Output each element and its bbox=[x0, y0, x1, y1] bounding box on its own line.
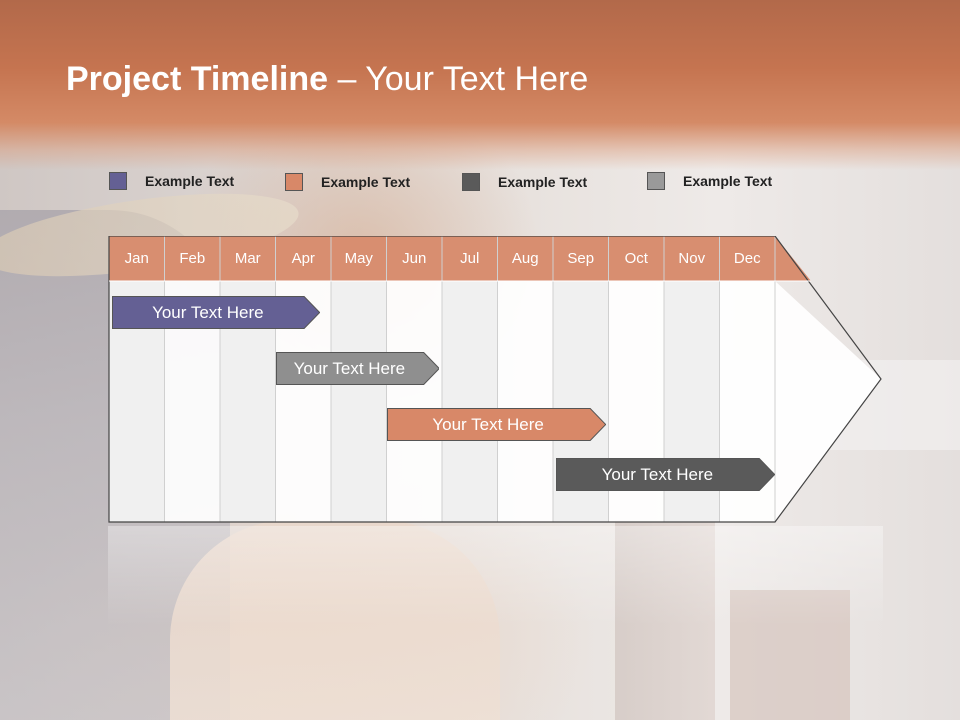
timeline-bar-2: Your Text Here bbox=[275, 352, 440, 385]
timeline-bar-4: Your Text Here bbox=[555, 458, 775, 491]
legend-swatch-4 bbox=[647, 172, 665, 190]
legend-label-2: Example Text bbox=[321, 174, 411, 190]
title-bold: Project Timeline bbox=[66, 60, 329, 98]
bar-arrow-shape bbox=[275, 352, 440, 385]
bar-label-4: Your Text Here bbox=[601, 465, 714, 484]
legend-swatch-2 bbox=[285, 173, 303, 191]
column-shade bbox=[331, 281, 387, 522]
month-label-may: May bbox=[344, 250, 373, 267]
month-label-feb: Feb bbox=[179, 250, 206, 267]
timeline-header bbox=[109, 236, 811, 281]
legend-item-3: Example Text bbox=[462, 171, 587, 193]
bar-arrow-shape bbox=[555, 458, 775, 491]
bar-arrow-shape bbox=[386, 408, 606, 441]
month-label-jun: Jun bbox=[402, 250, 427, 267]
month-label-aug: Aug bbox=[511, 250, 539, 267]
legend-label-4: Example Text bbox=[683, 173, 773, 189]
month-label-oct: Oct bbox=[624, 250, 648, 267]
column-shade bbox=[442, 281, 498, 522]
bar-label-1: Your Text Here bbox=[152, 303, 264, 322]
legend-item-1: Example Text bbox=[109, 170, 234, 192]
bar-label-3: Your Text Here bbox=[432, 415, 544, 434]
bar-label-2: Your Text Here bbox=[293, 359, 406, 378]
month-label-dec: Dec bbox=[733, 250, 761, 267]
month-label-jan: Jan bbox=[124, 250, 149, 267]
legend-swatch-1 bbox=[109, 172, 127, 190]
legend-item-4: Example Text bbox=[647, 170, 772, 192]
month-label-apr: Apr bbox=[291, 250, 315, 267]
month-label-jul: Jul bbox=[460, 250, 480, 267]
page-title: Project Timeline – Your Text Here bbox=[66, 60, 588, 99]
timeline-bar-1: Your Text Here bbox=[111, 296, 320, 329]
timeline-reflection bbox=[108, 526, 883, 626]
legend-label-3: Example Text bbox=[498, 174, 588, 190]
bar-arrow-shape bbox=[111, 296, 320, 329]
month-label-mar: Mar bbox=[234, 250, 261, 267]
title-rest: – Your Text Here bbox=[328, 60, 589, 98]
header-band bbox=[0, 0, 960, 170]
month-label-nov: Nov bbox=[678, 250, 706, 267]
timeline-bar-3: Your Text Here bbox=[386, 408, 606, 441]
month-label-sep: Sep bbox=[567, 250, 595, 267]
timeline-outline bbox=[108, 236, 882, 523]
legend-label-1: Example Text bbox=[145, 173, 235, 189]
legend-swatch-3 bbox=[462, 173, 480, 191]
legend-item-2: Example Text bbox=[285, 171, 410, 193]
